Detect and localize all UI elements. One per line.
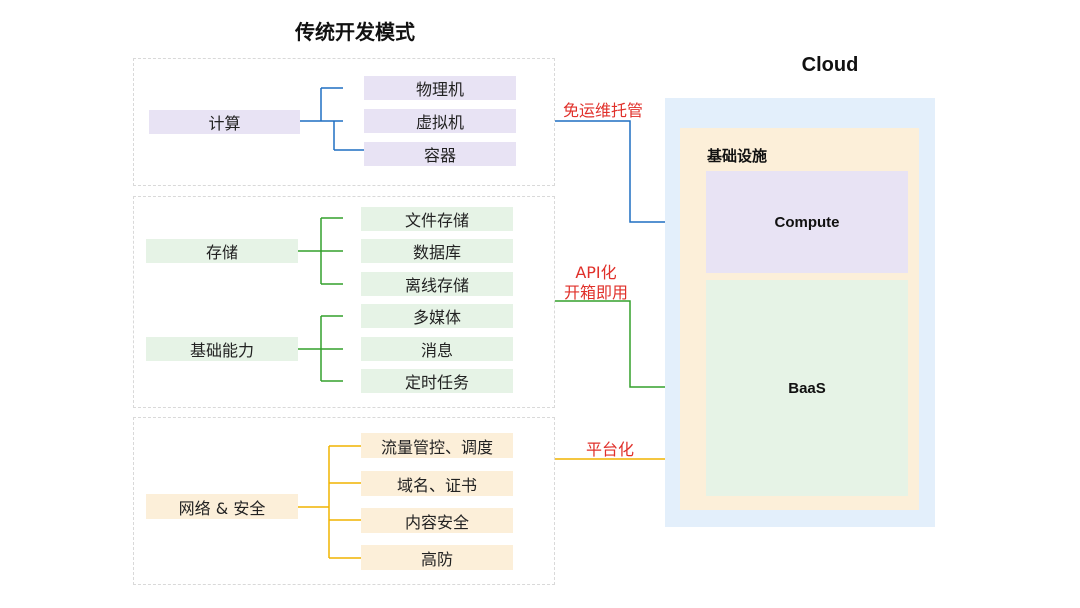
network-item-traffic: 流量管控、调度 — [361, 433, 513, 458]
platform-annotation: 平台化 — [585, 440, 634, 459]
network-group-frame — [133, 417, 555, 585]
storage-item-database: 数据库 — [361, 239, 513, 263]
infrastructure-label: 基础设施 — [707, 147, 768, 165]
api-annotation-line2: 开箱即用 — [563, 283, 628, 302]
network-item-ddos: 高防 — [361, 545, 513, 570]
cloud-baas-box: BaaS — [706, 280, 908, 496]
traditional-mode-title: 传统开发模式 — [295, 20, 415, 44]
cloud-compute-box: Compute — [706, 171, 908, 273]
network-item-content-security: 内容安全 — [361, 508, 513, 533]
cloud-title: Cloud — [801, 54, 859, 76]
basic-item-media: 多媒体 — [361, 304, 513, 328]
basic-category-box: 基础能力 — [146, 337, 298, 361]
storage-category-box: 存储 — [146, 239, 298, 263]
compute-item-physical: 物理机 — [364, 76, 516, 100]
compute-category-box: 计算 — [149, 110, 300, 134]
network-category-box: 网络 & 安全 — [146, 494, 298, 519]
storage-item-file: 文件存储 — [361, 207, 513, 231]
api-annotation-line1: API化 — [575, 263, 617, 282]
managed-annotation: 免运维托管 — [562, 101, 643, 120]
compute-item-container: 容器 — [364, 142, 516, 166]
compute-group-frame — [133, 58, 555, 186]
basic-item-timer: 定时任务 — [361, 369, 513, 393]
compute-item-vm: 虚拟机 — [364, 109, 516, 133]
storage-item-offline: 离线存储 — [361, 272, 513, 296]
network-item-domain: 域名、证书 — [361, 471, 513, 496]
basic-item-message: 消息 — [361, 337, 513, 361]
storage-basic-group-frame — [133, 196, 555, 408]
